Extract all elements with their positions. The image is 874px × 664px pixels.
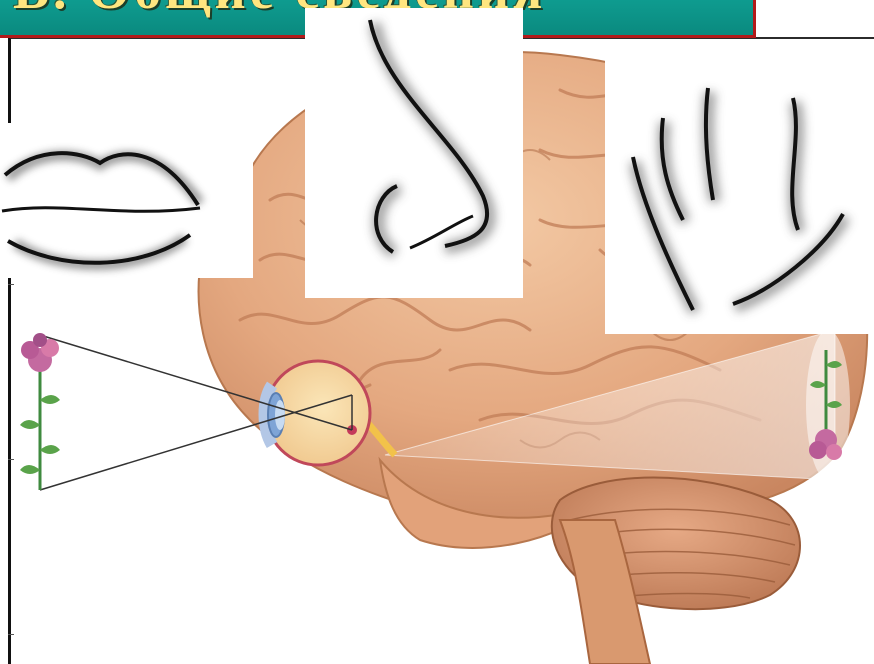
source-flower — [20, 333, 60, 490]
nose-icon — [305, 8, 523, 298]
hand-icon — [605, 42, 870, 334]
lips-icon — [0, 123, 253, 278]
hand-panel — [605, 42, 870, 334]
lips-panel — [0, 123, 253, 278]
eyeball — [265, 361, 371, 465]
nose-panel — [305, 8, 523, 298]
